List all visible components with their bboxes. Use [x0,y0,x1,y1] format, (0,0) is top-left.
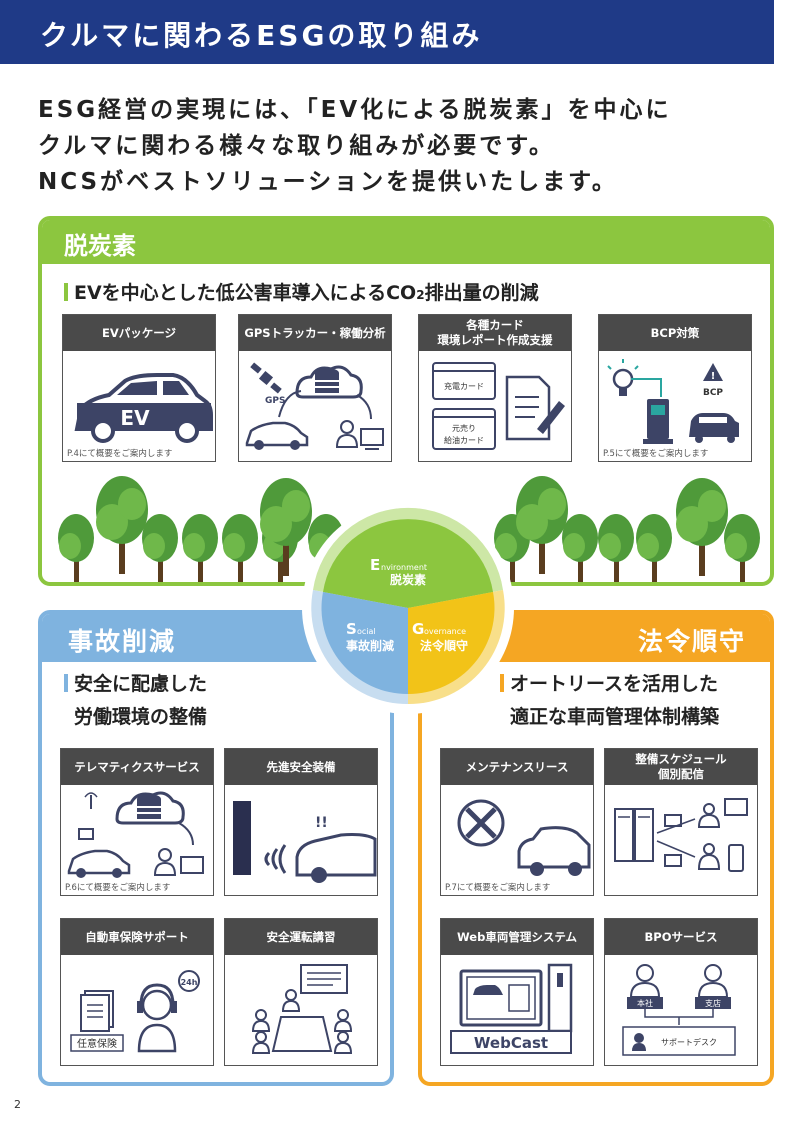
page-title: クルマに関わるESGの取り組み [40,19,483,52]
g-word: overnance [424,627,466,636]
governance-panel: 法令順守 オートリースを活用した 適正な車両管理体制構築 メンテナンスリース P… [418,610,774,1086]
card-maintenance-schedule[interactable]: 整備スケジュール 個別配信 [604,748,758,896]
subtitle-main: EVを中心とした低公害車導入によるCO [74,282,417,304]
card-title: Web車両管理システム [441,919,593,955]
schedule-delivery-icon [614,798,748,872]
subtitle-bar [500,674,504,692]
card-note: P.6にて概要をご案内します [65,883,171,893]
subtitle-subscript: 2 [416,288,425,302]
card-note: P.7にて概要をご案内します [445,883,551,893]
bcp-label: BCP [703,388,723,398]
card-title: メンテナンスリース [441,749,593,785]
g-jp: 法令順守 [420,638,468,653]
social-heading: 事故削減 [68,627,177,656]
safety-sensor-icon: !! [233,801,377,883]
card-bpo-service[interactable]: BPOサービス 本社 支店 サポートデスク [604,918,758,1066]
card-insurance-support[interactable]: 自動車保険サポート 任意保険 24h [60,918,214,1066]
charge-card-label: 充電カード [444,381,484,391]
branch-label: 支店 [705,998,721,1008]
card-bcp[interactable]: BCP対策 ! BCP P.5にて概要をご案内します [598,314,752,462]
subtitle-rest: 排出量の削減 [424,282,539,304]
e-letter: E [370,556,380,574]
subtitle-bar [64,674,68,692]
card-safety-equipment[interactable]: 先進安全装備 !! [224,748,378,896]
card-fuel-cards[interactable]: 各種カード 環境レポート作成支援 充電カード 元売り 給油カード [418,314,572,462]
svg-text:!: ! [711,371,716,382]
card-title: 整備スケジュール 個別配信 [605,749,757,785]
satellite-icon [250,362,282,394]
gps-label: GPS [265,396,285,406]
webcast-icon: WebCast [450,963,573,1054]
ev-car-icon: EV [74,373,213,443]
governance-heading: 法令順守 [637,627,746,656]
card-ev-package[interactable]: EVパッケージ EV P.4にて概要をご案内します [62,314,216,462]
maintenance-icon [457,799,591,876]
intro-text: ESG経営の実現には、「EV化による脱炭素」を中心に クルマに関わる様々な取り組… [38,92,758,200]
card-web-vehicle-system[interactable]: Web車両管理システム WebCast [440,918,594,1066]
support-desk-label: サポートデスク [661,1037,717,1047]
intro-line-2: クルマに関わる様々な取り組みが必要です。 [38,133,556,159]
page-number: 2 [14,1098,21,1111]
environment-panel: 脱炭素 EVを中心とした低公害車導入によるCO2排出量の削減 EVパッケージ E… [38,216,774,586]
card-title: GPSトラッカー・稼働分析 [239,315,391,351]
governance-subtitle-line-1: オートリースを活用した [510,673,719,695]
environment-subtitle: EVを中心とした低公害車導入によるCO2排出量の削減 [64,278,539,305]
card-title: 安全運転講習 [225,919,377,955]
card-title: 各種カード 環境レポート作成支援 [419,315,571,351]
governance-sector [408,592,495,695]
webcast-label: WebCast [474,1034,548,1052]
insurance-support-icon: 任意保険 24h [70,970,200,1053]
esg-circle: E nvironment 脱炭素 S ocial 事故削減 G overnanc… [302,502,514,714]
badge-24h: 24h [181,978,198,987]
hq-label: 本社 [637,998,653,1008]
intro-line-3: NCSがベストソリューションを提供いたします。 [38,169,618,195]
title-bar: クルマに関わるESGの取り組み [0,0,774,64]
card-title: 先進安全装備 [225,749,377,785]
social-subtitle: 安全に配慮した 労働環境の整備 [64,668,207,734]
s-letter: S [346,620,357,638]
social-sector [321,592,408,695]
ev-label: EV [120,406,150,430]
bpo-icon: 本社 支店 サポートデスク [622,964,736,1056]
card-maintenance-lease[interactable]: メンテナンスリース P.7にて概要をご案内します [440,748,594,896]
fuel-card-label-a: 元売り [452,423,476,433]
driving-course-icon [251,964,353,1054]
subtitle-bar [64,283,68,301]
card-title: テレマティクスサービス [61,749,213,785]
cards-report-icon: 充電カード 元売り 給油カード [432,362,565,450]
card-title: BCP対策 [599,315,751,351]
card-gps-tracker[interactable]: GPSトラッカー・稼働分析 GPS [238,314,392,462]
environment-header: 脱炭素 [42,220,770,264]
fuel-card-label-b: 給油カード [444,435,484,445]
card-driving-course[interactable]: 安全運転講習 [224,918,378,1066]
insurance-label: 任意保険 [77,1037,117,1050]
card-telematics[interactable]: テレマティクスサービス P.6にて概要をご案内します [60,748,214,896]
e-word: nvironment [381,563,427,572]
environment-heading: 脱炭素 [64,232,136,260]
social-subtitle-line-2: 労働環境の整備 [74,706,208,728]
e-jp: 脱炭素 [390,572,426,587]
alert-marks: !! [315,815,328,831]
governance-subtitle: オートリースを活用した 適正な車両管理体制構築 [500,668,719,734]
card-note: P.4にて概要をご案内します [67,449,173,459]
g-letter: G [412,620,424,638]
environment-sector [323,519,493,608]
bcp-icon: ! BCP [607,359,739,444]
s-word: ocial [357,627,376,636]
gps-cloud-icon: GPS [245,362,384,450]
s-jp: 事故削減 [346,638,394,653]
intro-line-1: ESG経営の実現には、「EV化による脱炭素」を中心に [38,97,672,123]
governance-subtitle-line-2: 適正な車両管理体制構築 [510,706,720,728]
card-note: P.5にて概要をご案内します [603,449,709,459]
card-title: BPOサービス [605,919,757,955]
social-subtitle-line-1: 安全に配慮した [74,673,208,695]
card-title: 自動車保険サポート [61,919,213,955]
card-title: EVパッケージ [63,315,215,351]
telematics-icon [67,791,204,878]
